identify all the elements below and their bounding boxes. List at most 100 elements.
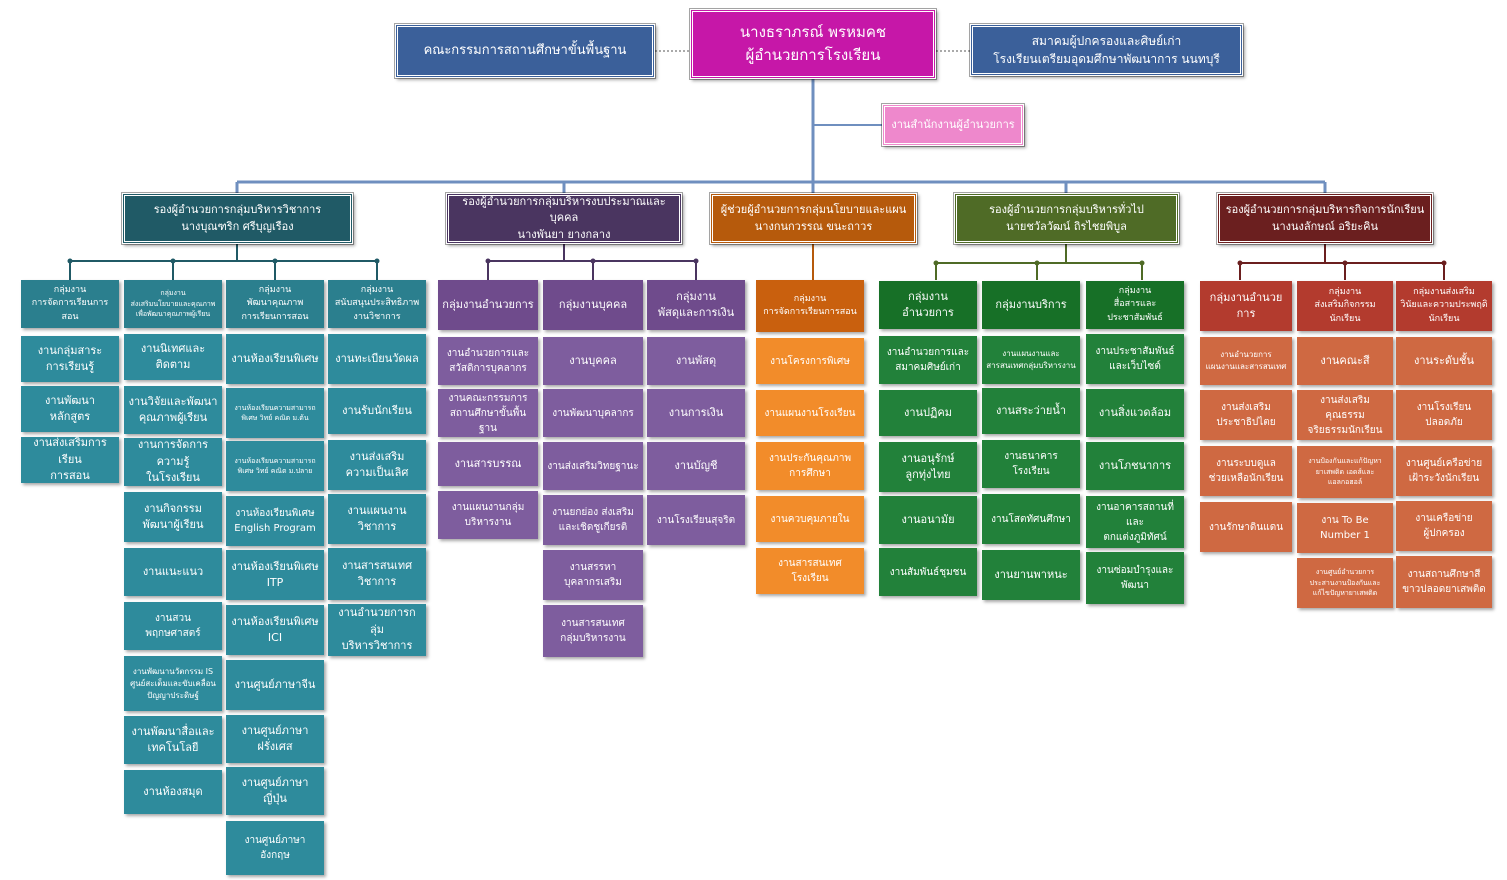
- association-line1: สมาคมผู้ปกครองและศิษย์เก่า: [1031, 34, 1182, 48]
- connector-node: [1237, 260, 1243, 266]
- academic-group-4-item: งานอำนวยการกลุ่ม บริหารวิชาการ: [328, 604, 426, 656]
- division-student-title: รองผู้อำนวยการกลุ่มบริหารกิจการนักเรียน …: [1225, 203, 1425, 233]
- student-group-2-item: งานศูนย์อำนวยการ ประสานงานป้องกันและ แก้…: [1297, 558, 1393, 608]
- academic-group-2-item: งานสวนพฤกษศาสตร์: [124, 602, 222, 650]
- student-group-3-header: กลุ่มงานส่งเสริม วินัยและความประพฤติ นัก…: [1396, 281, 1492, 331]
- academic-group-3-item: งานห้องเรียนความสามารถ พิเศษ วิทย์ คณิต …: [226, 388, 324, 438]
- division-general-title: รองผู้อำนวยการกลุ่มบริหารทั่วไป นายชวัลว…: [989, 203, 1144, 233]
- director-title: ผู้อำนวยการโรงเรียน: [745, 46, 881, 64]
- student-group-1-item: งานอำนวยการ แผนงานและสารสนเทศ: [1200, 337, 1292, 385]
- policy-group-1-item: งานสารสนเทศโรงเรียน: [756, 548, 864, 594]
- academic-group-1-item: งานส่งเสริมการเรียน การสอน: [21, 437, 119, 483]
- general-group-3-item: งานอาคารสถานที่และ ตกแต่งภูมิทัศน์: [1086, 496, 1184, 548]
- division-budget-title: รองผู้อำนวยการกลุ่มบริหารงบประมาณและบุคค…: [462, 194, 666, 241]
- policy-group-1-item: งานควบคุมภายใน: [756, 496, 864, 542]
- general-group-1-item: งานอำนวยการและ สมาคมศิษย์เก่า: [879, 336, 977, 384]
- division-student-header: รองผู้อำนวยการกลุ่มบริหารกิจการนักเรียน …: [1216, 192, 1434, 245]
- connector-node: [933, 260, 939, 266]
- general-group-3-item: งานสิ่งแวดล้อม: [1086, 389, 1184, 437]
- academic-group-2-item: งานการจัดการความรู้ ในโรงเรียน: [124, 438, 222, 486]
- academic-group-4-item: งานส่งเสริม ความเป็นเลิศ: [328, 440, 426, 490]
- connector-node: [1034, 260, 1040, 266]
- general-group-1-header: กลุ่มงาน อำนวยการ: [879, 281, 977, 329]
- general-group-3-item: งานโภชนาการ: [1086, 442, 1184, 490]
- academic-group-2-item: งานพัฒนาสื่อและ เทคโนโลยี: [124, 716, 222, 764]
- connector-node: [67, 258, 73, 264]
- student-group-1-item: งานระบบดูแล ช่วยเหลือนักเรียน: [1200, 446, 1292, 496]
- academic-group-2-item: งานแนะแนว: [124, 548, 222, 596]
- budget-group-2-header: กลุ่มงานบุคคล: [543, 280, 643, 330]
- student-group-2-item: งานส่งเสริมคุณธรรม จริยธรรมนักเรียน: [1297, 390, 1393, 440]
- general-group-2-item: งานยานพาหนะ: [982, 550, 1080, 600]
- general-group-2-item: งานโสตทัศนศึกษา: [982, 494, 1080, 544]
- director-office-box: งานสำนักงานผู้อำนวยการ: [881, 103, 1025, 147]
- student-group-2-item: งานคณะสี: [1297, 337, 1393, 385]
- budget-group-3-header: กลุ่มงาน พัสดุและการเงิน: [647, 280, 745, 330]
- academic-group-3-item: งานห้องเรียนพิเศษ ICI: [226, 605, 324, 655]
- student-group-3-item: งานโรงเรียน ปลอดภัย: [1396, 390, 1492, 440]
- division-policy-header: ผู้ช่วยผู้อำนวยการกลุ่มนโยบายและแผน นางก…: [709, 192, 918, 245]
- academic-group-4-item: งานทะเบียนวัดผล: [328, 334, 426, 384]
- general-group-3-item: งานประชาสัมพันธ์ และเว็บไซต์: [1086, 334, 1184, 384]
- student-group-3-item: งานเครือข่าย ผู้ปกครอง: [1396, 501, 1492, 551]
- budget-group-2-item: งานยกย่อง ส่งเสริม และเชิดชูเกียรติ: [543, 495, 643, 545]
- academic-group-2-item: งานนิเทศและติดตาม: [124, 334, 222, 380]
- budget-group-1-item: งานแผนงานกลุ่ม บริหารงาน: [438, 491, 538, 539]
- student-group-2-item: งาน To Be Number 1: [1297, 503, 1393, 553]
- general-group-1-item: งานสัมพันธ์ชุมชน: [879, 548, 977, 596]
- academic-group-3-item: งานห้องเรียนความสามารถ พิเศษ วิทย์ คณิต …: [226, 441, 324, 491]
- director-name: นางธราภรณ์ พรหมคช: [739, 22, 887, 41]
- budget-group-1-item: งานอำนวยการและ สวัสดิการบุคลากร: [438, 337, 538, 385]
- connector-node: [485, 258, 491, 264]
- connector-node: [374, 258, 380, 264]
- academic-group-3-item: งานห้องเรียนพิเศษ ITP: [226, 550, 324, 600]
- academic-group-1-header: กลุ่มงาน การจัดการเรียนการสอน: [21, 280, 119, 328]
- student-group-3-item: งานระดับชั้น: [1396, 337, 1492, 385]
- budget-group-3-item: งานบัญชี: [647, 442, 745, 490]
- division-general-header: รองผู้อำนวยการกลุ่มบริหารทั่วไป นายชวัลว…: [953, 192, 1180, 245]
- budget-group-1-item: งานคณะกรรมการ สถานศึกษาขั้นพื้นฐาน: [438, 389, 538, 437]
- general-group-2-header: กลุ่มงานบริการ: [982, 281, 1080, 329]
- budget-group-1-header: กลุ่มงานอำนวยการ: [438, 280, 538, 330]
- academic-group-2-item: งานห้องสมุด: [124, 770, 222, 814]
- connector-node: [1342, 260, 1348, 266]
- academic-group-4-item: งานแผนงาน วิชาการ: [328, 494, 426, 544]
- student-group-1-header: กลุ่มงานอำนวยการ: [1200, 281, 1292, 331]
- academic-group-2-item: งานกิจกรรม พัฒนาผู้เรียน: [124, 492, 222, 542]
- connector-node: [590, 258, 596, 264]
- general-group-1-item: งานปฏิคม: [879, 390, 977, 436]
- connector-node: [693, 258, 699, 264]
- division-academic-header: รองผู้อำนวยการกลุ่มบริหารวิชาการ นางบุณฑ…: [121, 192, 354, 245]
- connector-node: [272, 258, 278, 264]
- general-group-2-item: งานแผนงานและ สารสนเทศกลุ่มบริหารงาน: [982, 336, 1080, 384]
- director-office-label: งานสำนักงานผู้อำนวยการ: [891, 117, 1015, 131]
- student-group-2-header: กลุ่มงาน ส่งเสริมกิจกรรมนักเรียน: [1297, 281, 1393, 331]
- budget-group-3-item: งานการเงิน: [647, 389, 745, 437]
- board-box: คณะกรรมการสถานศึกษาขั้นพื้นฐาน: [394, 23, 656, 79]
- academic-group-1-item: งานกลุ่มสาระ การเรียนรู้: [21, 336, 119, 382]
- academic-group-2-item: งานพัฒนานวัตกรรม IS ศูนย์สะเต็มและขับเคล…: [124, 656, 222, 711]
- policy-group-1-item: งานโครงการพิเศษ: [756, 338, 864, 384]
- academic-group-2-item: งานวิจัยและพัฒนา คุณภาพผู้เรียน: [124, 386, 222, 434]
- budget-group-2-item: งานส่งเสริมวิทยฐานะ: [543, 442, 643, 490]
- budget-group-2-item: งานพัฒนาบุคลากร: [543, 389, 643, 437]
- board-label: คณะกรรมการสถานศึกษาขั้นพื้นฐาน: [423, 43, 627, 59]
- general-group-3-header: กลุ่มงาน สื่อสารและประชาสัมพันธ์: [1086, 281, 1184, 329]
- division-budget-header: รองผู้อำนวยการกลุ่มบริหารงบประมาณและบุคค…: [445, 192, 683, 245]
- policy-group-1-item: งานประกันคุณภาพ การศึกษา: [756, 442, 864, 490]
- director-box: นางธราภรณ์ พรหมคช ผู้อำนวยการโรงเรียน: [689, 8, 937, 80]
- academic-group-3-item: งานศูนย์ภาษาญี่ปุ่น: [226, 767, 324, 815]
- connector-node: [1441, 260, 1447, 266]
- budget-group-2-item: งานสารสนเทศ กลุ่มบริหารงาน: [543, 605, 643, 657]
- budget-group-2-item: งานบุคคล: [543, 337, 643, 385]
- association-box: สมาคมผู้ปกครองและศิษย์เก่า โรงเรียนเตรีย…: [969, 23, 1244, 77]
- academic-group-3-item: งานศูนย์ภาษาจีน: [226, 660, 324, 710]
- connector-node: [1139, 260, 1145, 266]
- student-group-1-item: งานรักษาดินแดน: [1200, 502, 1292, 552]
- academic-group-2-header: กลุ่มงาน ส่งเสริมนโยบายและคุณภาพ เพื่อพั…: [124, 280, 222, 328]
- budget-group-3-item: งานพัสดุ: [647, 337, 745, 385]
- student-group-2-item: งานป้องกันและแก้ปัญหา ยาเสพติด เอดส์และ …: [1297, 446, 1393, 498]
- academic-group-4-item: งานสารสนเทศ วิชาการ: [328, 548, 426, 600]
- academic-group-3-item: งานศูนย์ภาษา ฝรั่งเศส: [226, 715, 324, 763]
